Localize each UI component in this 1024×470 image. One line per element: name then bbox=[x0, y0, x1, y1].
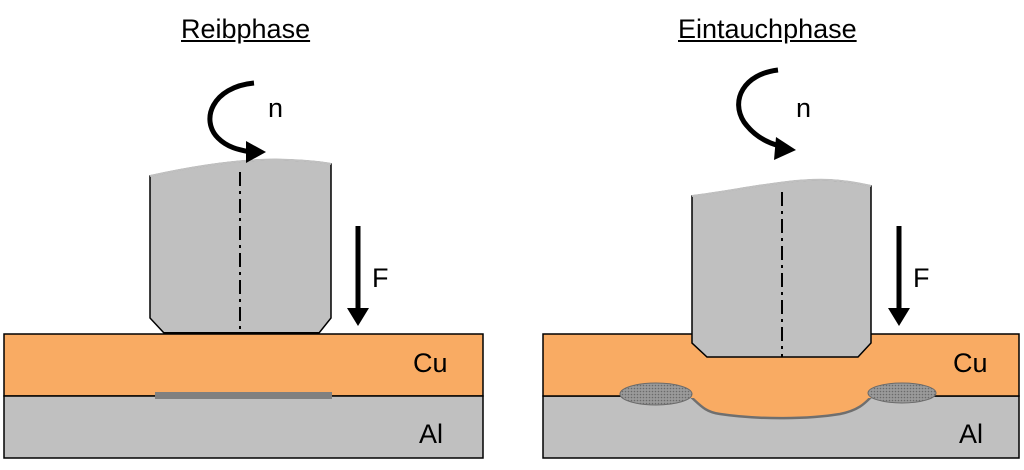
aluminum-label-right: Al bbox=[959, 419, 983, 449]
rotation-arrow-left bbox=[207, 80, 255, 155]
reibphase-panel: n F Cu Al bbox=[3, 80, 484, 459]
rotation-label-right: n bbox=[796, 93, 811, 123]
eintauchphase-panel: n F Cu Al bbox=[542, 67, 1020, 459]
force-label-left: F bbox=[372, 263, 389, 293]
reibphase-title: Reibphase bbox=[181, 14, 311, 44]
copper-label-right: Cu bbox=[953, 348, 988, 378]
rotation-arrow-right bbox=[736, 67, 781, 149]
intermetallic-zone-left bbox=[619, 382, 693, 406]
copper-penetration-zone bbox=[690, 395, 872, 419]
eintauchphase-title: Eintauchphase bbox=[678, 14, 857, 44]
rotation-label-left: n bbox=[268, 93, 283, 123]
force-label-right: F bbox=[913, 263, 930, 293]
copper-layer-left bbox=[3, 333, 484, 397]
friction-interface-layer bbox=[155, 392, 332, 399]
copper-label-left: Cu bbox=[413, 348, 448, 378]
intermetallic-zone-right bbox=[867, 382, 937, 404]
aluminum-layer-left bbox=[3, 395, 484, 459]
aluminum-label-left: Al bbox=[419, 419, 443, 449]
